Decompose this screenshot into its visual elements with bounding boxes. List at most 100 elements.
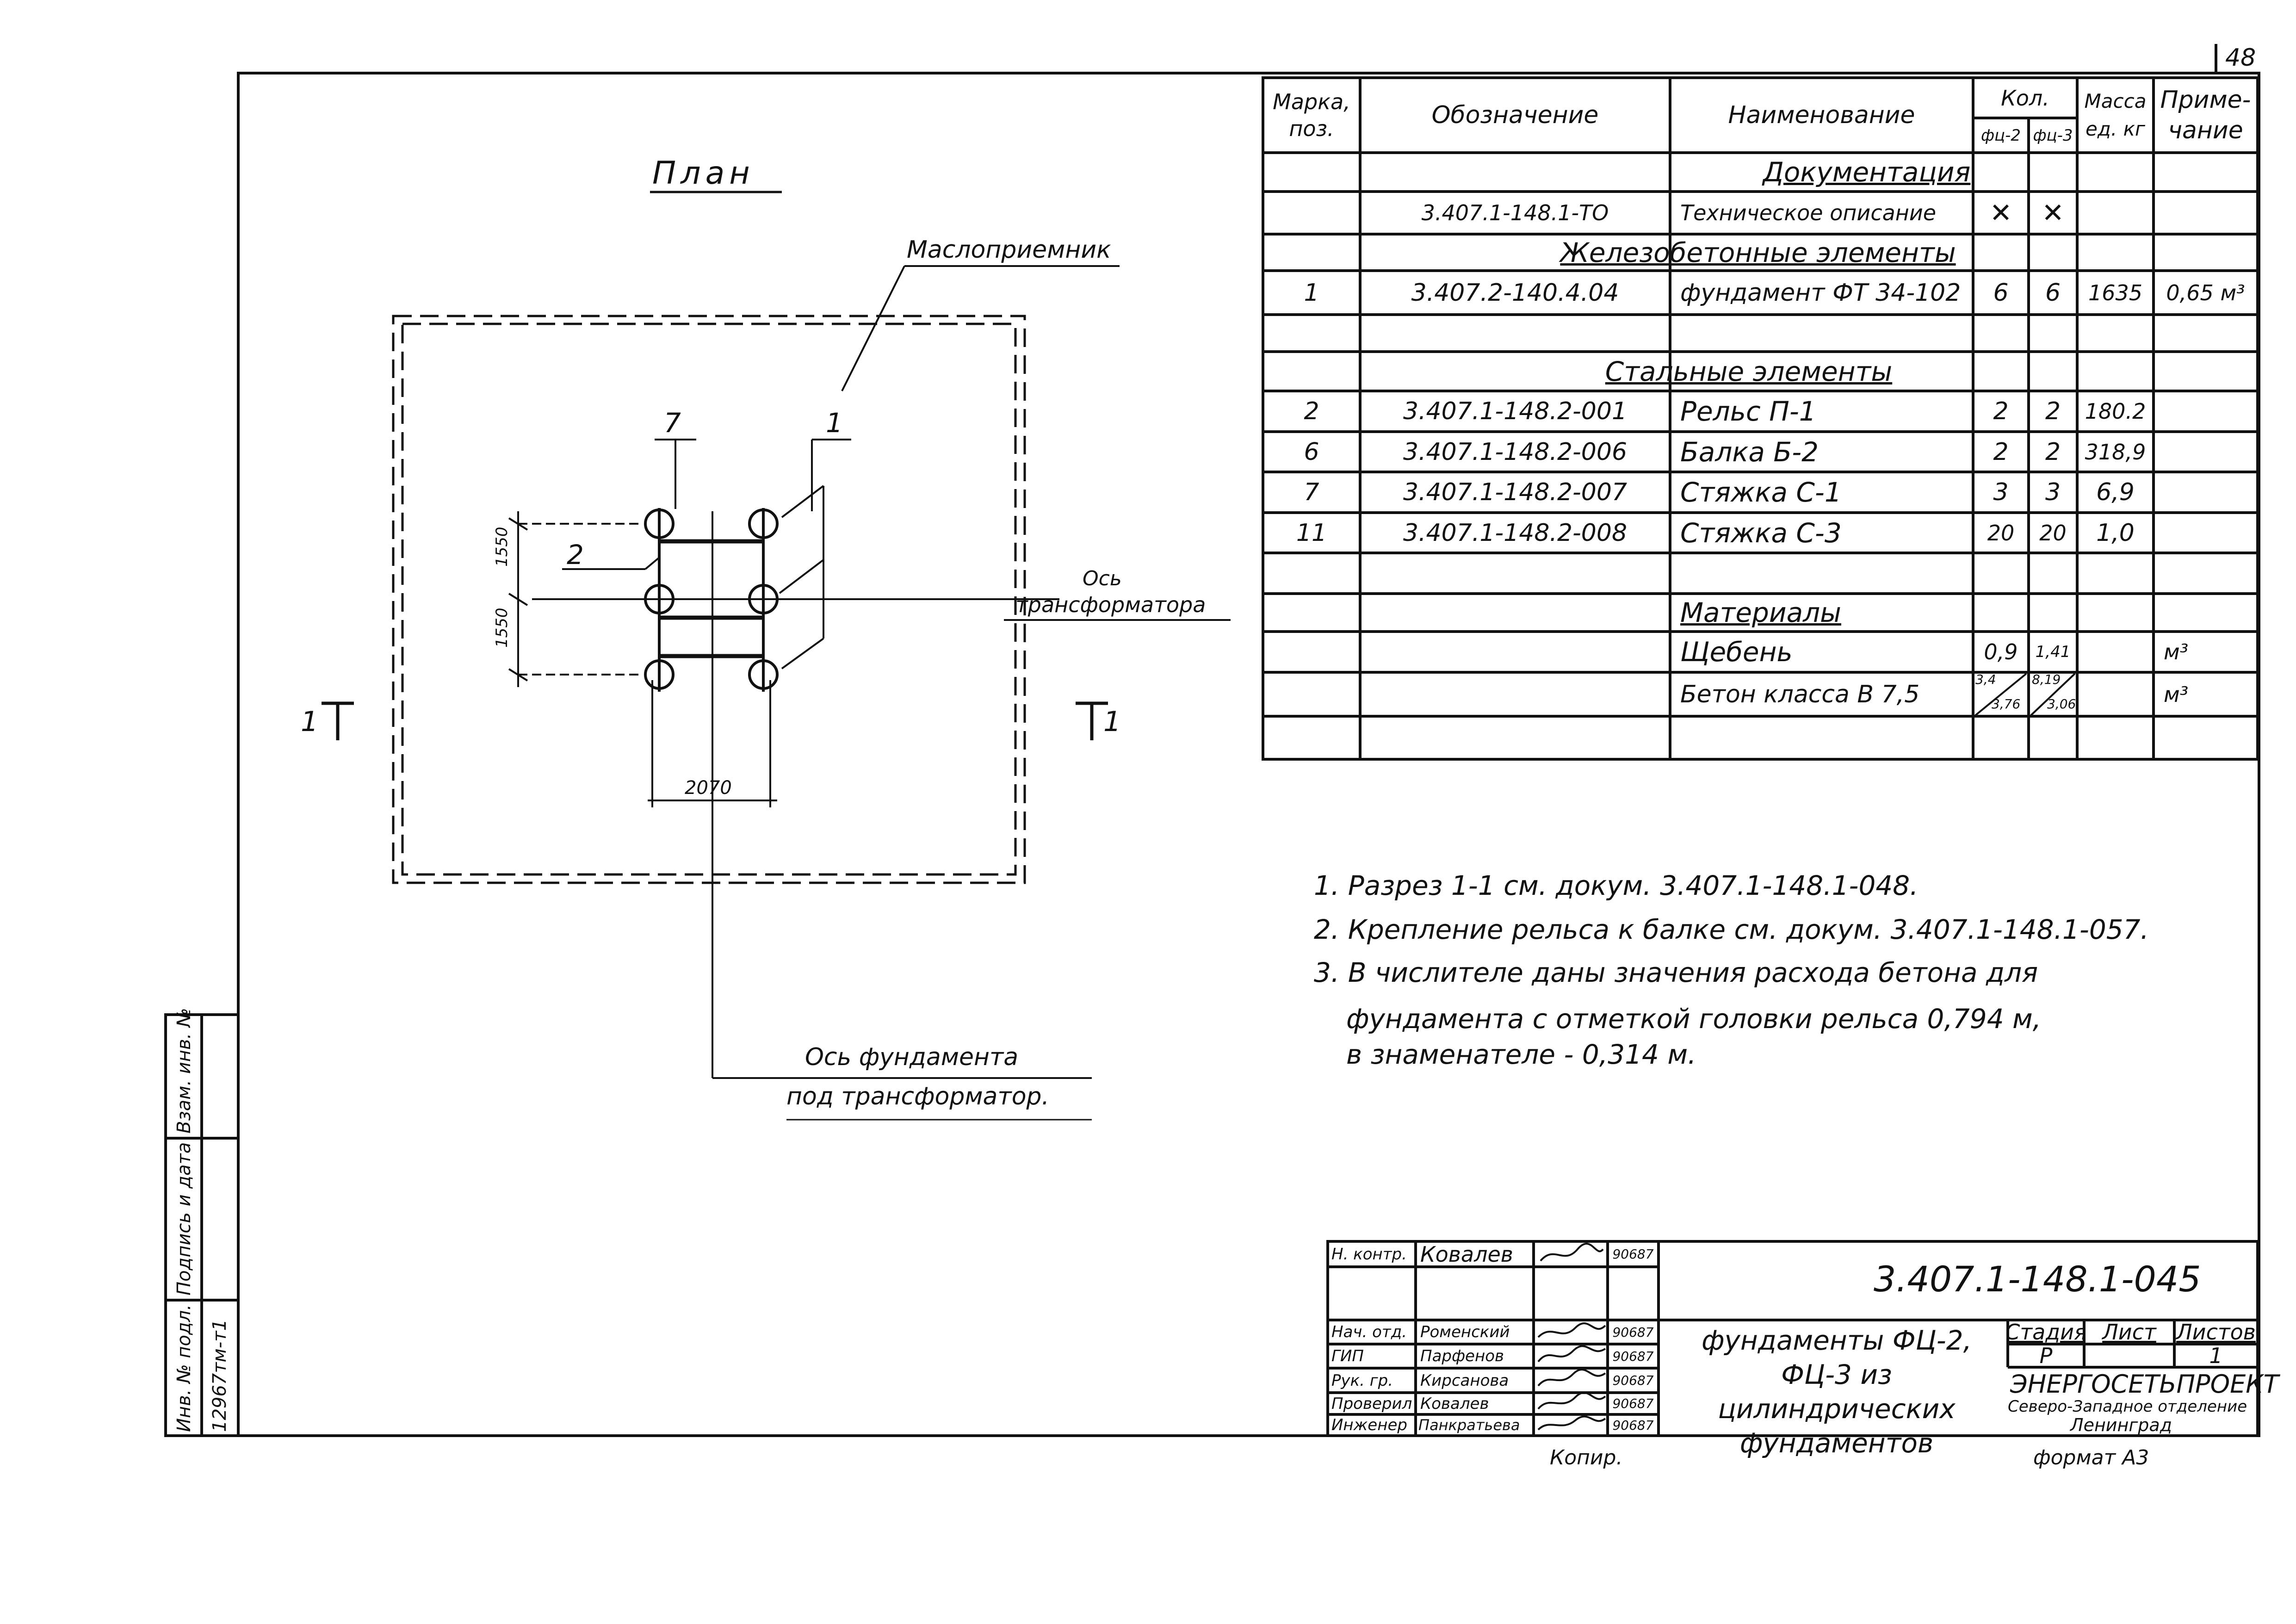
stage-label: Стадия [2008,1320,2084,1344]
tb-name: Панкратьева [1418,1416,1520,1434]
org-name: ЭНЕРГОСЕТЬПРОЕКТ [2010,1370,2279,1399]
concrete-fc3-numerator: 8,19 [2032,672,2061,687]
header-mass: Масса ед. кг [2084,90,2147,140]
tb-date: 90687 [1612,1324,1654,1340]
row-fc2: 20 [1987,520,2015,545]
section-rc-elements: Железобетонные элементы [1560,236,1956,268]
row-designation: 3.407.1-148.2-001 [1403,397,1628,425]
row-designation: 3.407.1-148.2-007 [1403,478,1628,506]
row-mass: 1635 [2088,280,2143,305]
row-name: Балка Б-2 [1680,436,1819,468]
row-mark: 2 [1304,397,1319,425]
dim-2070: 2070 [685,777,732,799]
section-steel-elements: Стальные элементы [1605,355,1893,387]
axis-foundation-label-1: Ось фундамента [805,1043,1019,1071]
header-designation: Обозначение [1431,101,1599,129]
spec-table-frame [1262,76,2259,761]
row-mark: 11 [1296,519,1327,547]
row-name: Стяжка С-3 [1680,517,1842,549]
tb-date: 90687 [1612,1396,1654,1411]
concrete-fc2-numerator: 3,4 [1975,672,1996,687]
row-mass: 6,9 [2096,478,2135,506]
row-fc3: 2 [2045,397,2061,425]
tb-role: Проверил [1331,1394,1412,1413]
row-fc2: 0,9 [1984,639,2018,664]
row-fc3: 6 [2045,279,2061,307]
plan-drawing [322,191,1231,1121]
row-mark: 1 [1304,279,1319,307]
tb-date: 90687 [1612,1348,1654,1364]
row-fc3: 20 [2039,520,2067,545]
row-name: Стяжка С-1 [1680,477,1842,508]
header-note: Приме- чание [2160,86,2251,144]
tb-date: 90687 [1612,1373,1654,1388]
note-2: 2. Крепление рельса к балке см. докум. 3… [1314,914,2149,945]
tb-role: Нач. отд. [1331,1323,1407,1341]
tag-1: 1 [826,407,843,439]
row-fc3: 1,41 [2035,643,2071,661]
row-mass: 180.2 [2085,399,2146,424]
row-note: м³ [2164,639,2189,664]
row-fc2: ✕ [1989,197,2012,229]
tag-7: 7 [664,407,681,439]
row-mark: 6 [1304,438,1319,466]
copy-label: Копир. [1550,1446,1623,1469]
tb-date: 90687 [1612,1417,1654,1433]
sheets-label: Листов [2176,1320,2256,1344]
tb-name: Роменский [1420,1323,1510,1341]
section-mark-right: 1 [1103,706,1121,738]
doc-code: 3.407.1-148.1-045 [1874,1258,2201,1300]
axis-transformer-label-1: Ось [1083,567,1122,590]
tb-role: Рук. гр. [1331,1371,1393,1390]
header-qty: Кол. [2001,85,2049,111]
org-branch: Северо-Западное отделение [2008,1397,2247,1416]
row-mark: 7 [1304,478,1319,506]
row-mass: 1,0 [2096,519,2135,547]
row-fc3: 3 [2045,478,2061,506]
row-name: Щебень [1680,636,1793,668]
note-3: 3. В числителе даны значения расхода бет… [1314,957,2038,988]
header-name: Наименование [1728,101,1915,129]
tb-name: Ковалев [1420,1394,1489,1413]
note-3-cont-1: фундамента с отметкой головки рельса 0,7… [1346,1003,2042,1035]
tb-role: ГИП [1331,1347,1364,1365]
header-mark: Марка, поз. [1273,89,1350,141]
stage-value: Р [2039,1344,2053,1367]
tb-role: Н. контр. [1331,1245,1407,1264]
tb-name: Кирсанова [1420,1371,1509,1390]
row-designation: 3.407.1-148.1-ТО [1421,200,1609,225]
concrete-fc2-denominator: 3,76 [1992,696,2021,712]
header-qty-fc3: фц-3 [2033,126,2073,145]
axis-transformer-label-2: трансформатора [1015,592,1206,617]
row-note: м³ [2164,682,2189,707]
row-fc3: 2 [2045,438,2061,466]
row-fc2: 2 [1993,438,2009,466]
row-fc2: 3 [1993,478,2009,506]
tb-name: Ковалев [1420,1241,1513,1267]
tb-role: Инженер [1331,1416,1407,1434]
row-fc2: 6 [1993,279,2009,307]
title-block-frame [1326,1240,2259,1437]
plan-title: План [652,155,755,192]
row-designation: 3.407.2-140.4.04 [1411,279,1619,307]
row-designation: 3.407.1-148.2-008 [1403,519,1628,547]
row-name: Рельс П-1 [1680,396,1816,427]
header-qty-fc2: фц-2 [1980,126,2021,145]
row-designation: 3.407.1-148.2-006 [1403,438,1628,466]
row-note: 0,65 м³ [2166,280,2245,305]
sheets-value: 1 [2209,1344,2223,1367]
sheet-label: Лист [2102,1320,2156,1344]
note-1: 1. Разрез 1-1 см. докум. 3.407.1-148.1-0… [1314,870,1918,901]
page-number: 48 [2225,44,2256,72]
section-documentation: Документация [1763,156,1971,188]
oil-receiver-label: Маслоприемник [907,236,1111,264]
row-mass: 318,9 [2085,439,2146,465]
format-label: формат А3 [2033,1446,2149,1469]
section-materials: Материалы [1680,597,1841,628]
row-name: Техническое описание [1680,200,1937,225]
concrete-fc3-denominator: 3,06 [2047,696,2076,712]
axis-foundation-label-2: под трансформатор. [786,1083,1050,1110]
row-name: Бетон класса В 7,5 [1680,680,1920,708]
